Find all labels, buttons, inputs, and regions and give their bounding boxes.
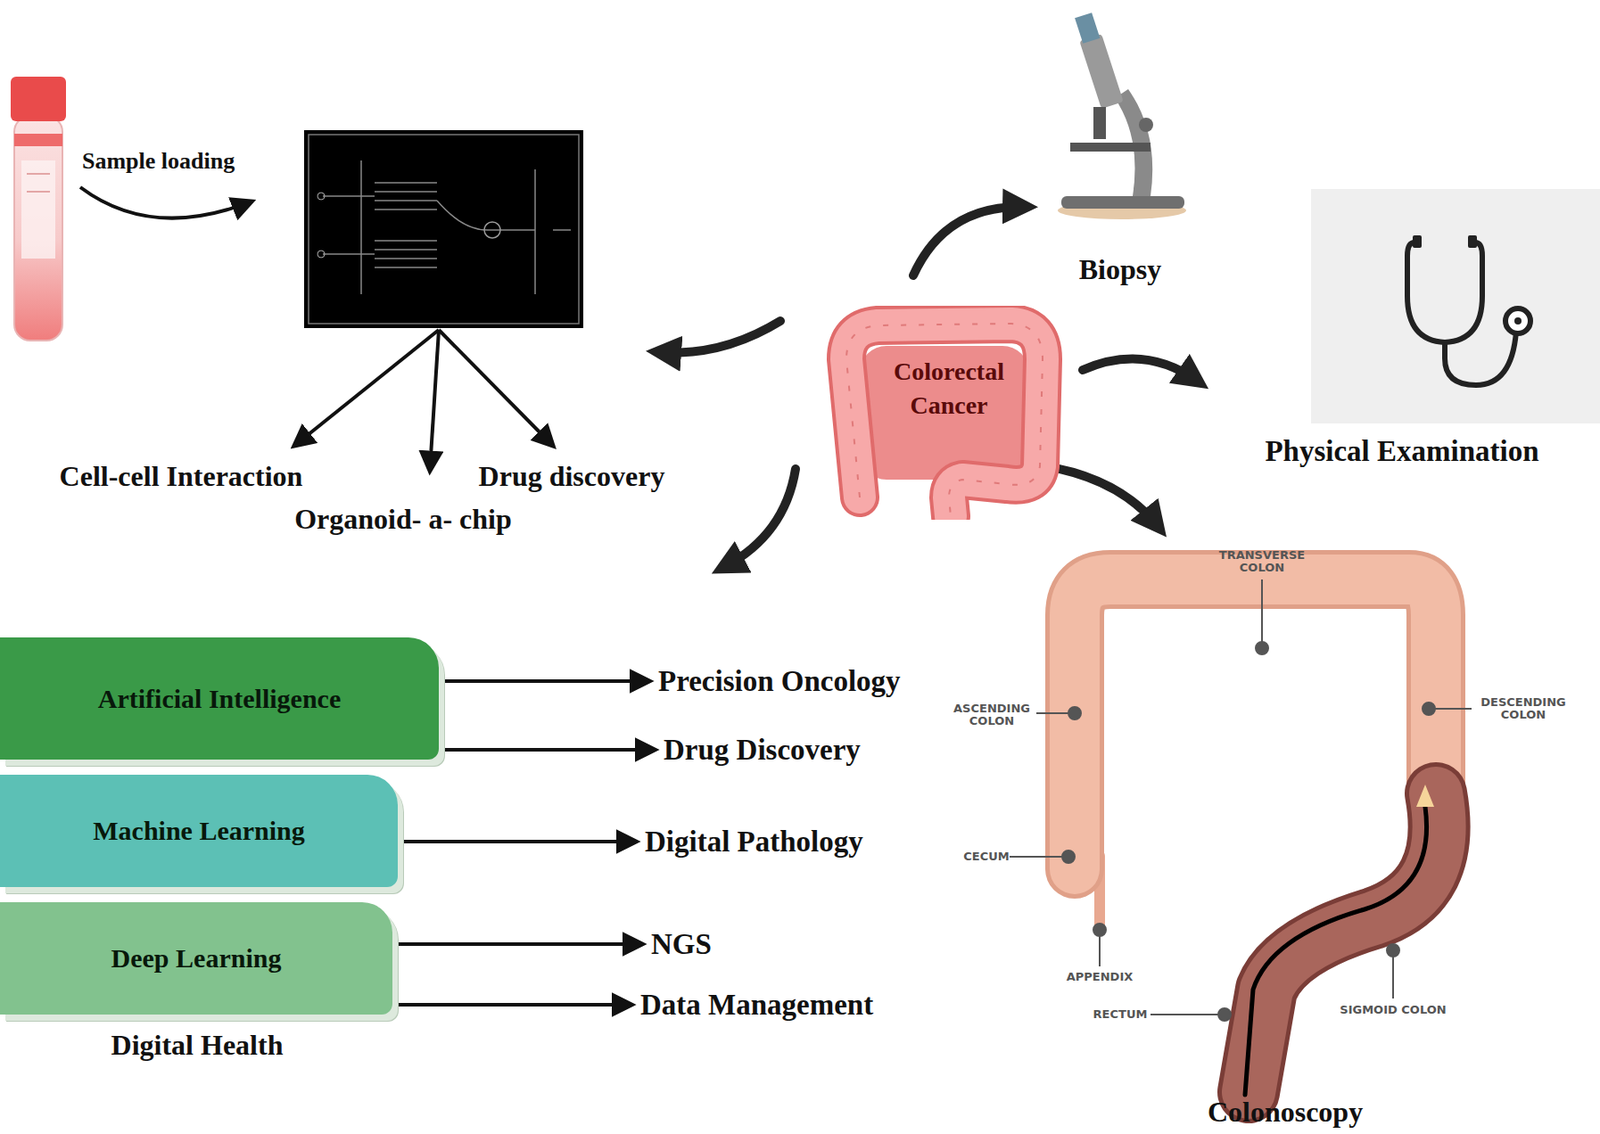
application-label: Data Management bbox=[640, 989, 874, 1022]
application-label: NGS bbox=[651, 928, 712, 961]
method-label: Biopsy bbox=[1079, 254, 1162, 286]
part-label: APPENDIX bbox=[1066, 971, 1134, 984]
node-title: Colorectal Cancer bbox=[868, 354, 1030, 423]
part-label: DESCENDING COLON bbox=[1478, 696, 1568, 723]
microscope-icon bbox=[1057, 12, 1187, 220]
node-title: Machine Learning bbox=[92, 816, 306, 847]
ml-box: Machine Learning bbox=[0, 775, 398, 888]
application-label: Precision Oncology bbox=[658, 665, 901, 698]
sample-arrow bbox=[80, 187, 252, 219]
stethoscope-icon bbox=[1311, 189, 1600, 424]
section-label: Digital Health bbox=[111, 1030, 284, 1062]
method-label: Colonoscopy bbox=[1207, 1096, 1363, 1129]
application-label: Digital Pathology bbox=[644, 825, 864, 858]
part-label: RECTUM bbox=[1093, 1008, 1148, 1022]
part-label: SIGMOID COLON bbox=[1335, 1004, 1452, 1017]
application-label: Drug Discovery bbox=[663, 734, 861, 767]
colon-anatomy bbox=[1074, 579, 1440, 1096]
application-label: Cell-cell Interaction bbox=[59, 461, 304, 493]
section-label: Organoid- a- chip bbox=[294, 503, 512, 536]
colon-node: Colorectal Cancer bbox=[806, 305, 1083, 520]
part-label: TRANSVERSE COLON bbox=[1217, 549, 1307, 576]
ai-box: Artificial Intelligence bbox=[0, 637, 439, 760]
part-label: ASCENDING COLON bbox=[950, 702, 1033, 729]
chip-arrows bbox=[294, 329, 553, 471]
arrow-label: Sample loading bbox=[82, 148, 235, 175]
microfluidic-chip bbox=[304, 130, 584, 329]
node-title: Deep Learning bbox=[111, 943, 282, 974]
blood-tube bbox=[10, 76, 66, 341]
application-label: Drug discovery bbox=[478, 461, 666, 493]
dl-box: Deep Learning bbox=[0, 902, 393, 1015]
node-title: Physical Examination bbox=[1204, 435, 1600, 469]
anatomy-leaders bbox=[1009, 579, 1472, 1022]
exam-panel: Physical Examination bbox=[1204, 189, 1600, 475]
node-title: Artificial Intelligence bbox=[98, 684, 341, 715]
curved-arrow bbox=[1082, 359, 1197, 382]
part-label: CECUM bbox=[963, 850, 1009, 864]
